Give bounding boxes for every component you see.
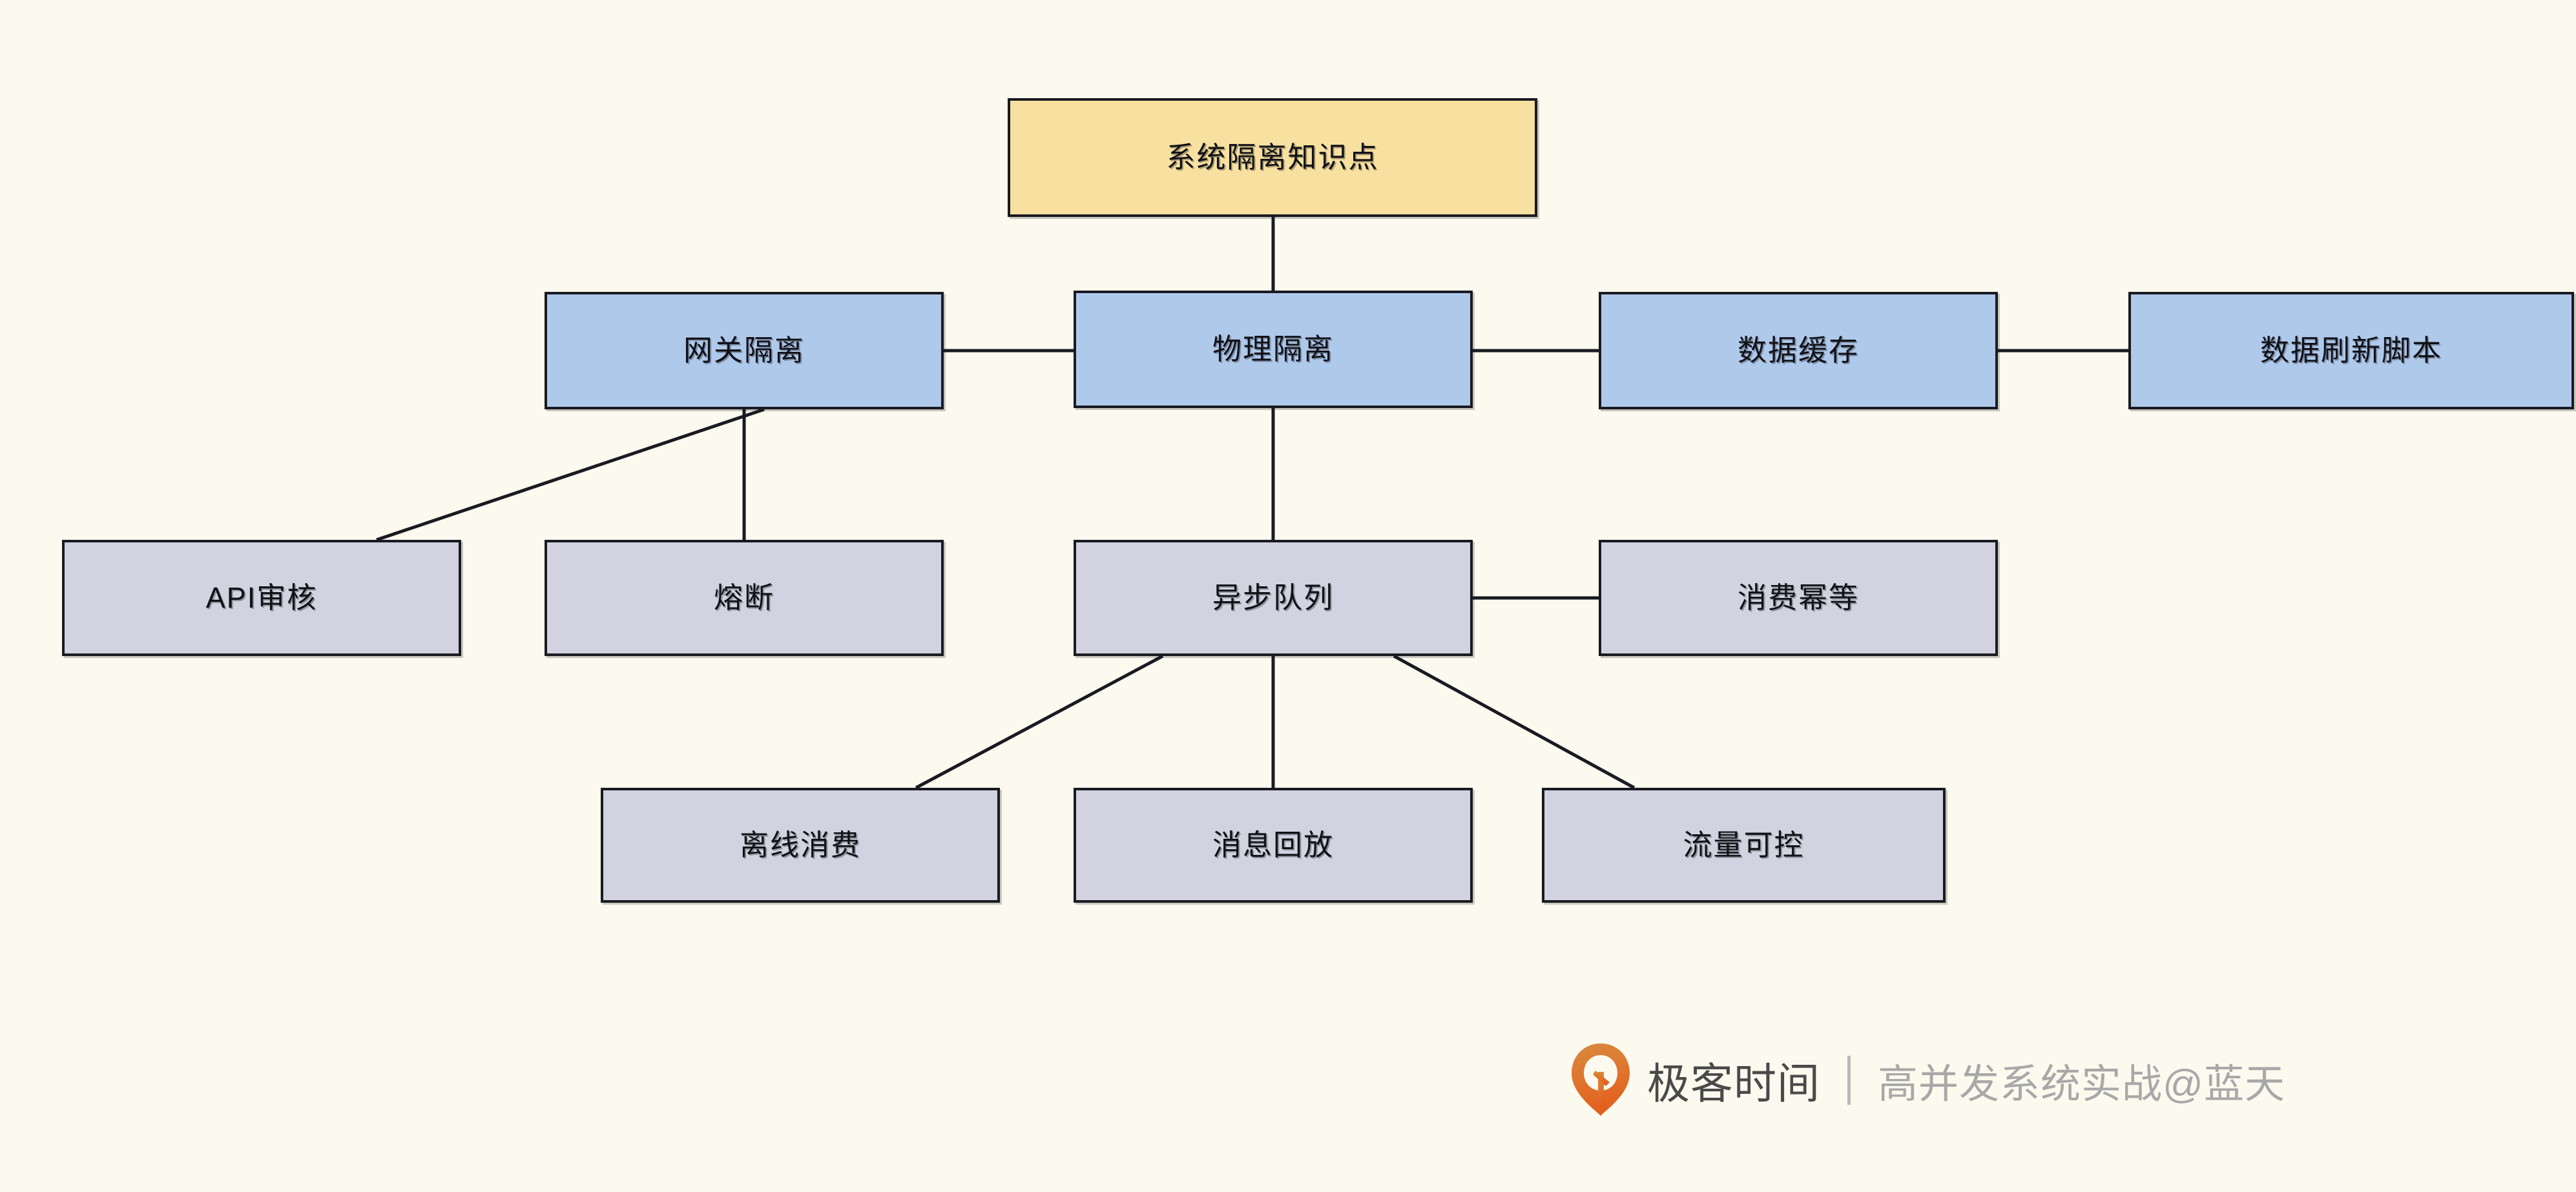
node-traffic-controllable[interactable]: 流量可控	[1542, 788, 1946, 903]
node-root-label: 系统隔离知识点	[1166, 141, 1379, 174]
node-gateway-isolation[interactable]: 网关隔离	[545, 292, 944, 409]
node-consume-idempotent[interactable]: 消费幂等	[1599, 540, 1998, 656]
node-consume-idempotent-label: 消费幂等	[1737, 581, 1859, 615]
edge-gateway-api	[376, 407, 765, 542]
edge-async-offline	[915, 654, 1164, 790]
node-traffic-controllable-label: 流量可控	[1683, 828, 1805, 862]
node-circuit-breaker[interactable]: 熔断	[545, 540, 944, 656]
node-gateway-isolation-label: 网关隔离	[683, 334, 805, 367]
node-data-refresh-script[interactable]: 数据刷新脚本	[2128, 292, 2574, 409]
node-data-refresh-script-label: 数据刷新脚本	[2259, 334, 2442, 367]
node-physical-isolation[interactable]: 物理隔离	[1074, 291, 1473, 408]
node-api-review-label: API审核	[205, 581, 318, 615]
watermark: 极客时间 高并发系统实战@蓝天	[1570, 1032, 2285, 1129]
node-message-replay[interactable]: 消息回放	[1074, 788, 1473, 903]
node-physical-isolation-label: 物理隔离	[1212, 333, 1334, 366]
node-root[interactable]: 系统隔离知识点	[1008, 98, 1537, 217]
geekbang-q-logo-icon	[1570, 1042, 1632, 1118]
node-message-replay-label: 消息回放	[1212, 828, 1334, 862]
watermark-course: 高并发系统实战@蓝天	[1878, 1062, 2285, 1107]
node-data-cache-label: 数据缓存	[1737, 334, 1859, 367]
node-offline-consume[interactable]: 离线消费	[601, 788, 1000, 903]
node-async-queue-label: 异步队列	[1212, 581, 1334, 615]
watermark-brand: 极客时间	[1647, 1060, 1820, 1107]
node-data-cache[interactable]: 数据缓存	[1599, 292, 1998, 409]
node-async-queue[interactable]: 异步队列	[1074, 540, 1473, 656]
edge-async-throttle	[1393, 654, 1636, 790]
node-api-review[interactable]: API审核	[62, 540, 461, 656]
node-circuit-breaker-label: 熔断	[713, 581, 774, 615]
watermark-separator	[1847, 1056, 1851, 1105]
node-offline-consume-label: 离线消费	[739, 828, 861, 862]
